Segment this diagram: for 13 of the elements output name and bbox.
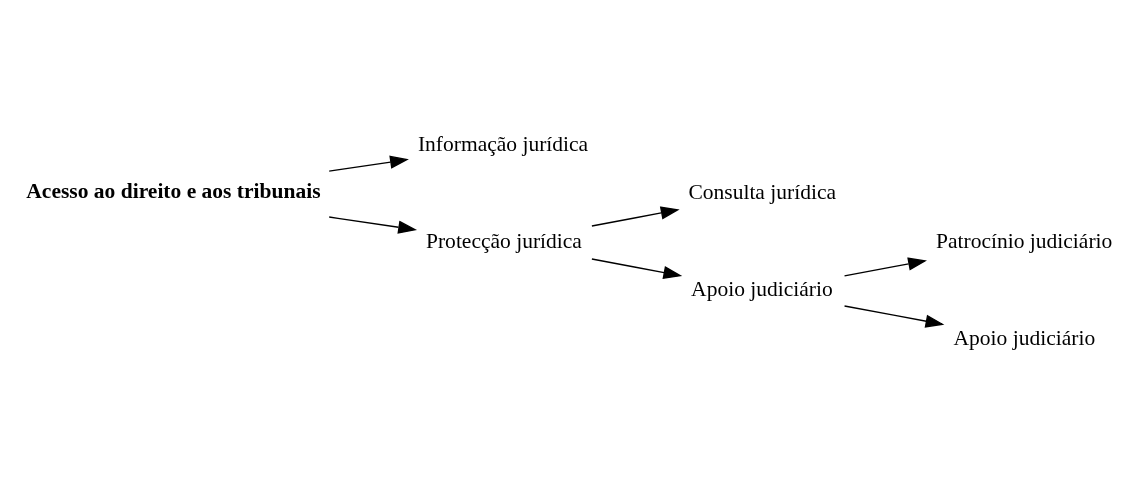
node-text: Protecção jurídica [426,228,582,253]
arrow [328,155,409,172]
arrow [328,215,418,234]
arrow [591,257,683,279]
node-text: Patrocínio judiciário [936,228,1113,253]
node-text: Informação jurídica [417,131,589,156]
arrow [591,205,680,227]
node-text: Consulta jurídica [688,179,837,204]
node-text: Apoio judiciário [691,276,833,301]
node-text: Apoio judiciário [953,325,1096,350]
arrow [843,304,945,328]
node-text: Acesso ao direito e aos tribunais [26,178,321,203]
arrow [843,256,927,277]
